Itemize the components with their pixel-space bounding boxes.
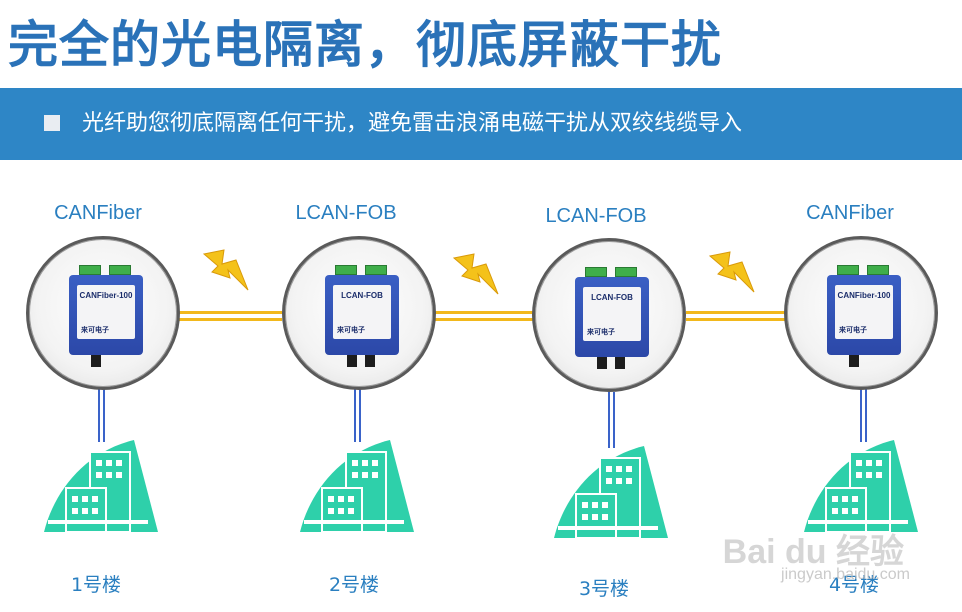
device-brand-text: 来可电子 — [337, 326, 365, 334]
building-icon — [554, 446, 668, 539]
building-label-1: 1号楼 — [70, 574, 122, 596]
node-label-3: LCAN-FOB — [545, 205, 647, 227]
banner-text: 光纤助您彻底隔离任何干扰，避免雷击浪涌电磁干扰从双绞线缆导入 — [82, 111, 743, 136]
canfiber-device: CANFiber-100 来可电子 — [69, 265, 143, 369]
device-brand-text: 来可电子 — [839, 326, 867, 334]
building-label-2: 2号楼 — [328, 574, 380, 596]
node-label-2: LCAN-FOB — [295, 202, 397, 224]
building-icon — [300, 440, 414, 533]
lcan-fob-device: LCAN-FOB 来可电子 — [575, 267, 649, 371]
device-circle-2: LCAN-FOB 来可电子 — [282, 236, 436, 390]
baidu-watermark-logo: Bai du 经验 — [722, 533, 904, 571]
node-label-4: CANFiber — [806, 202, 894, 224]
device-brand-text: 来可电子 — [81, 326, 109, 334]
fiber-link-1-2 — [178, 311, 282, 321]
cable-drop-2 — [354, 388, 361, 442]
building-icon — [44, 440, 158, 533]
fiber-link-2-3 — [434, 311, 534, 321]
subtitle-banner: 光纤助您彻底隔离任何干扰，避免雷击浪涌电磁干扰从双绞线缆导入 — [0, 88, 962, 160]
node-label-1: CANFiber — [54, 202, 142, 224]
device-model-text: LCAN-FOB — [341, 291, 383, 300]
cable-drop-1 — [98, 388, 105, 442]
device-model-text: CANFiber-100 — [79, 291, 133, 300]
device-brand-text: 来可电子 — [587, 328, 615, 336]
fiber-link-3-4 — [686, 311, 786, 321]
building-label-4: 4号楼 — [828, 574, 880, 596]
lightning-icon — [708, 251, 755, 293]
building-icon — [804, 440, 918, 533]
lcan-fob-device: LCAN-FOB 来可电子 — [325, 265, 399, 369]
canfiber-device: CANFiber-100 来可电子 — [827, 265, 901, 369]
square-bullet-icon — [44, 115, 60, 131]
device-circle-4: CANFiber-100 来可电子 — [784, 236, 938, 390]
device-model-text: CANFiber-100 — [837, 291, 891, 300]
building-label-3: 3号楼 — [578, 578, 630, 600]
device-circle-3: LCAN-FOB 来可电子 — [532, 238, 686, 392]
cable-drop-4 — [860, 388, 867, 442]
baidu-watermark-url: jingyan.baidu.com — [781, 566, 910, 583]
page-headline: 完全的光电隔离，彻底屏蔽干扰 — [8, 16, 722, 74]
cable-drop-3 — [608, 392, 615, 448]
device-circle-1: CANFiber-100 来可电子 — [26, 236, 180, 390]
lightning-icon — [452, 253, 499, 295]
lightning-icon — [202, 249, 249, 291]
device-model-text: LCAN-FOB — [591, 293, 633, 302]
